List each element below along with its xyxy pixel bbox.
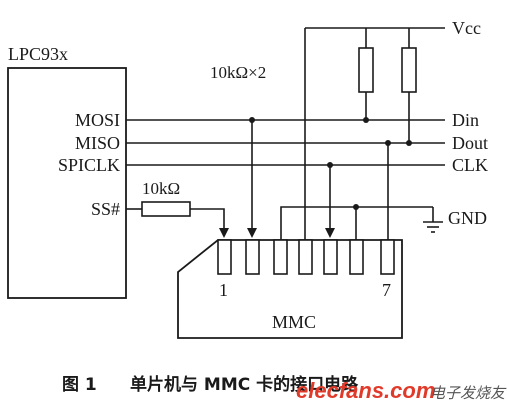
card-pin-first-label: 1 [219,280,228,300]
card-pin-last-label: 7 [382,280,391,300]
clk-arrow [325,228,335,238]
card-pin-3 [273,239,288,275]
watermark-logo: elecfans.com [296,378,435,403]
din-pullup-junction [363,117,369,123]
dout-label: Dout [452,133,488,153]
pullup-resistor-2 [401,47,417,93]
vcc-label: Vcc [452,18,481,38]
pullup-resistor-1 [358,47,374,93]
mmc-card-outline [177,239,403,339]
gnd-label: GND [448,208,487,228]
pin-mosi-label: MOSI [75,110,120,130]
gnd-junction [353,204,359,210]
figure-caption: 单片机与 MMC 卡的接口电路 [130,374,359,395]
card-name-label: MMC [272,312,316,332]
watermark-sub: 电子发烧友 [430,384,507,402]
dout-pullup-junction [406,140,412,146]
card-pin-7 [380,239,395,275]
card-pin-1 [217,239,232,275]
ss-resistor [141,201,191,217]
ss-arrow [219,228,229,238]
lpc93x-block [7,67,127,299]
ss-line-right [190,208,225,232]
din-arrow [247,228,257,238]
mcu-label: LPC93x [8,44,68,64]
gnd-bus [280,206,433,240]
figure-number: 图 1 [62,375,97,395]
pin-miso-label: MISO [75,133,120,153]
pullup-value-label: 10kΩ×2 [210,63,266,82]
card-pin-5 [323,239,338,275]
din-label: Din [452,110,479,130]
card-pin-4 [298,239,313,275]
card-pin-6 [349,239,364,275]
pin-ss-label: SS# [91,199,120,219]
card-pin-2 [245,239,260,275]
ss-resistor-label: 10kΩ [142,179,180,198]
clk-label: CLK [452,155,488,175]
pin-spiclk-label: SPICLK [58,155,120,175]
